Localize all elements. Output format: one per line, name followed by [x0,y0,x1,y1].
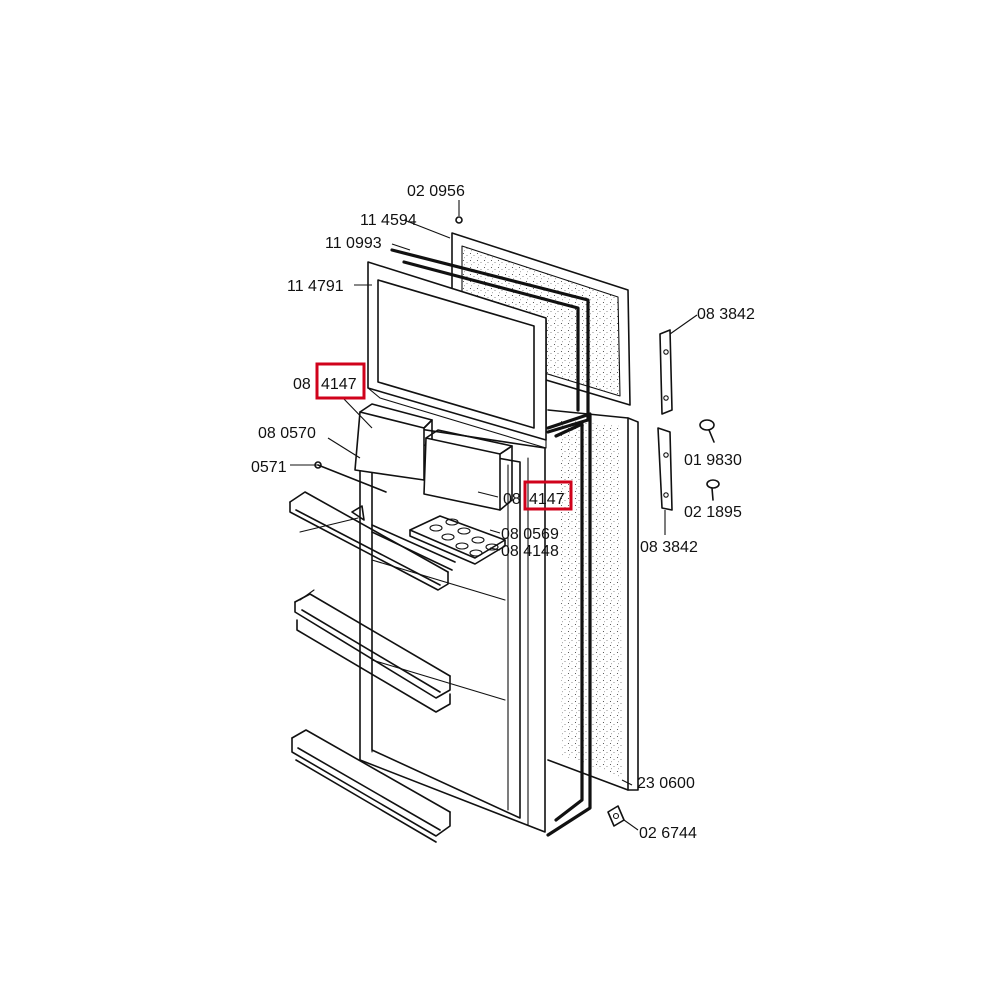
label-230600: 23 0600 [637,775,695,792]
screw-019830 [699,419,715,443]
label-026744: 02 6744 [639,825,697,842]
highlight-box-right [523,480,573,511]
lower-door-gasket [546,412,592,837]
label-084147-prefix-left: 08 [293,376,311,393]
label-083842-lower: 08 3842 [640,539,698,556]
label-084147-prefix-right: 08 [503,491,521,508]
label-083842-upper: 08 3842 [697,306,755,323]
highlight-box-left [315,362,366,400]
door-shelf-4 [291,729,451,843]
label-114594: 11 4594 [360,212,417,229]
label-080570: 08 0570 [258,425,316,442]
hinge-upper [659,329,673,415]
label-084147-code-left: 4147 [321,376,357,393]
label-0571: 0571 [251,459,287,476]
label-114791: 11 4791 [287,278,344,295]
door-stop-026744 [607,805,625,827]
leader-lines [290,200,698,831]
door-shelf-3 [294,589,451,713]
label-084147-code-right: 4147 [529,491,565,508]
butter-compartment-left [354,403,433,481]
label-084148: 08 4148 [501,543,559,560]
upper-inner-panel [367,261,547,449]
lower-inner-liner [359,419,546,833]
screw-020956 [455,216,463,224]
egg-tray [409,515,506,565]
door-shelf-2 [371,524,456,571]
label-110993: 11 0993 [325,235,382,252]
outer-door-lower [547,409,639,791]
label-080569: 08 0569 [501,526,559,543]
butter-compartment-right [423,429,513,511]
label-020956: 02 0956 [407,183,465,200]
hinge-lower [657,427,673,511]
screw-021895 [706,479,720,501]
label-021895: 02 1895 [684,504,742,521]
part-labels: 02 0956 11 4594 11 0993 11 4791 08 4147 … [251,183,755,842]
label-019830: 01 9830 [684,452,742,469]
